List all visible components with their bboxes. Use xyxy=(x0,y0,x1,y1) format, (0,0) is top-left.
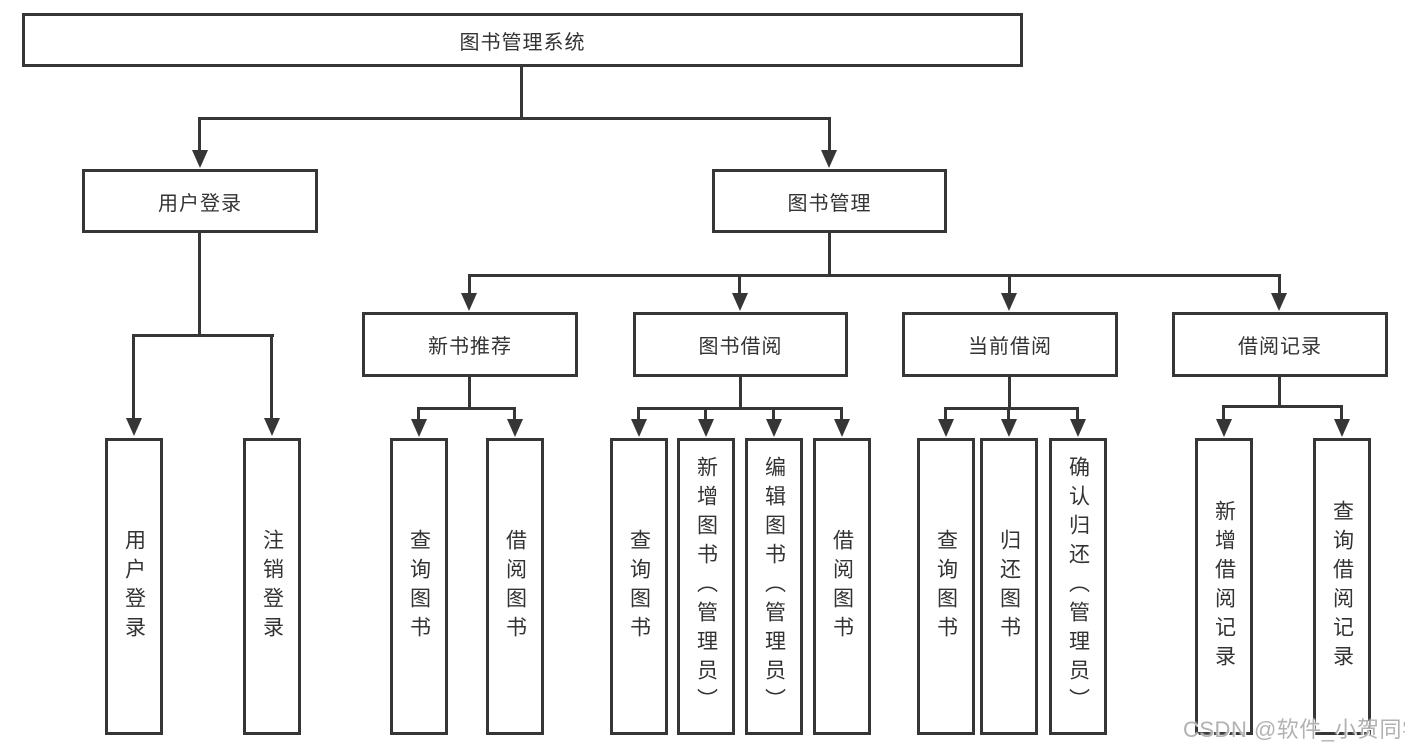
leaf-current-query-books: 查询图书 xyxy=(917,438,975,735)
node-book-management: 图书管理 xyxy=(712,169,947,233)
connector-current-drop-3 xyxy=(1076,407,1079,421)
leaf-query-borrow-record-label: 查询借阅记录 xyxy=(1330,499,1354,674)
arrow-down-icon xyxy=(631,419,647,437)
arrow-down-icon xyxy=(1001,419,1017,437)
connector-bookmgmt-drop-2 xyxy=(738,274,741,295)
leaf-user-login: 用户登录 xyxy=(105,438,163,735)
node-borrow-record-label: 借阅记录 xyxy=(1238,336,1322,358)
connector-record-drop-2 xyxy=(1340,405,1343,421)
leaf-recommend-borrow-books: 借阅图书 xyxy=(486,438,544,735)
connector-userlogin-stem xyxy=(198,233,201,337)
node-root: 图书管理系统 xyxy=(22,13,1023,67)
leaf-add-book-admin: 新增图书（管理员） xyxy=(677,438,735,735)
connector-userlogin-drop-2 xyxy=(270,334,273,419)
connector-record-bar xyxy=(1222,405,1343,408)
connector-borrow-drop-3 xyxy=(772,407,775,421)
node-current-borrow-label: 当前借阅 xyxy=(968,336,1052,358)
leaf-logout-label: 注销登录 xyxy=(260,528,284,645)
node-book-management-label: 图书管理 xyxy=(787,192,872,215)
connector-recommend-drop-2 xyxy=(513,407,516,421)
arrow-down-icon xyxy=(1070,419,1086,437)
connector-current-drop-1 xyxy=(944,407,947,421)
leaf-edit-book-admin: 编辑图书（管理员） xyxy=(745,438,803,735)
node-borrow-record: 借阅记录 xyxy=(1172,312,1388,377)
leaf-confirm-return-admin-label: 确认归还（管理员） xyxy=(1066,456,1090,717)
leaf-borrow-query-books: 查询图书 xyxy=(610,438,668,735)
leaf-recommend-query-books: 查询图书 xyxy=(390,438,448,735)
leaf-edit-book-admin-label: 编辑图书（管理员） xyxy=(762,456,786,717)
leaf-query-borrow-record: 查询借阅记录 xyxy=(1313,438,1371,735)
arrow-down-icon xyxy=(698,419,714,437)
connector-borrow-drop-4 xyxy=(840,407,843,421)
leaf-add-borrow-record: 新增借阅记录 xyxy=(1195,438,1253,735)
leaf-user-login-label: 用户登录 xyxy=(122,528,146,645)
arrow-down-icon xyxy=(192,150,208,168)
leaf-recommend-borrow-books-label: 借阅图书 xyxy=(503,528,527,645)
arrow-down-icon xyxy=(1001,293,1017,311)
leaf-return-book: 归还图书 xyxy=(980,438,1038,735)
arrow-down-icon xyxy=(732,293,748,311)
connector-bookmgmt-drop-1 xyxy=(468,274,471,295)
connector-root-drop-left xyxy=(198,117,201,151)
connector-borrow-bar xyxy=(637,407,843,410)
leaf-borrow-query-books-label: 查询图书 xyxy=(627,528,651,645)
leaf-add-book-admin-label: 新增图书（管理员） xyxy=(694,456,718,717)
leaf-confirm-return-admin: 确认归还（管理员） xyxy=(1049,438,1107,735)
connector-borrow-stem xyxy=(739,377,742,410)
connector-root-stem xyxy=(520,67,523,119)
connector-bookmgmt-stem xyxy=(828,233,831,277)
arrow-down-icon xyxy=(1271,293,1287,311)
connector-current-stem xyxy=(1008,377,1011,410)
arrow-down-icon xyxy=(821,150,837,168)
leaf-logout: 注销登录 xyxy=(243,438,301,735)
connector-borrow-drop-2 xyxy=(704,407,707,421)
node-user-login-label: 用户登录 xyxy=(158,192,242,215)
arrow-down-icon xyxy=(938,419,954,437)
leaf-current-query-books-label: 查询图书 xyxy=(934,528,958,645)
arrow-down-icon xyxy=(766,419,782,437)
connector-root-drop-right xyxy=(828,117,831,151)
watermark: CSDN @软件_小贺同学 xyxy=(1183,717,1405,742)
connector-userlogin-bar xyxy=(132,334,274,337)
node-new-book-recommend-label: 新书推荐 xyxy=(428,336,512,358)
connector-record-stem xyxy=(1278,377,1281,408)
connector-recommend-bar xyxy=(417,407,516,410)
leaf-recommend-query-books-label: 查询图书 xyxy=(407,528,431,645)
node-current-borrow: 当前借阅 xyxy=(902,312,1118,377)
arrow-down-icon xyxy=(264,418,280,436)
arrow-down-icon xyxy=(411,419,427,437)
connector-recommend-stem xyxy=(468,377,471,410)
connector-bookmgmt-drop-3 xyxy=(1008,274,1011,295)
arrow-down-icon xyxy=(834,419,850,437)
arrow-down-icon xyxy=(507,419,523,437)
arrow-down-icon xyxy=(1334,419,1350,437)
node-book-borrow-label: 图书借阅 xyxy=(698,336,783,358)
leaf-borrow-borrow-books: 借阅图书 xyxy=(813,438,871,735)
arrow-down-icon xyxy=(1216,419,1232,437)
arrow-down-icon xyxy=(126,418,142,436)
connector-borrow-drop-1 xyxy=(637,407,640,421)
connector-recommend-drop-1 xyxy=(417,407,420,421)
node-book-borrow: 图书借阅 xyxy=(633,312,848,377)
connector-current-bar xyxy=(944,407,1079,410)
leaf-return-book-label: 归还图书 xyxy=(997,528,1021,645)
node-new-book-recommend: 新书推荐 xyxy=(362,312,578,377)
connector-bookmgmt-bar xyxy=(468,274,1281,277)
connector-root-bar xyxy=(198,117,831,120)
leaf-add-borrow-record-label: 新增借阅记录 xyxy=(1212,499,1236,674)
arrow-down-icon xyxy=(461,293,477,311)
connector-bookmgmt-drop-4 xyxy=(1278,274,1281,295)
connector-userlogin-drop-1 xyxy=(132,334,135,419)
node-root-label: 图书管理系统 xyxy=(459,31,586,54)
leaf-borrow-borrow-books-label: 借阅图书 xyxy=(830,528,854,645)
node-user-login: 用户登录 xyxy=(82,169,318,233)
connector-current-drop-2 xyxy=(1007,407,1010,421)
connector-record-drop-1 xyxy=(1222,405,1225,421)
